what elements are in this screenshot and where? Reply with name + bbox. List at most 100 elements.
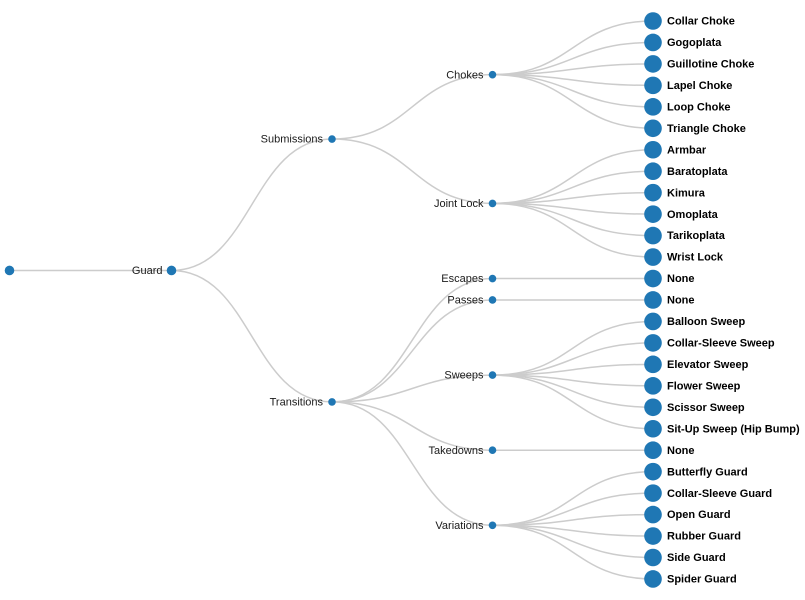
node-circle-none[interactable] (644, 291, 662, 309)
node-label-tarikoplata: Tarikoplata (667, 230, 726, 242)
node-label-none: None (667, 295, 695, 307)
node-label-collar-sleeve-sweep: Collar-Sleeve Sweep (667, 338, 775, 350)
node-circle-none[interactable] (644, 269, 662, 288)
tree-node-sit-up-sweep-hip-bump: Sit-Up Sweep (Hip Bump) (644, 419, 800, 438)
node-circle-collar-sleeve-sweep[interactable] (644, 334, 662, 352)
tree-node-kimura: Kimura (644, 183, 706, 202)
tree-node-guillotine-choke: Guillotine Choke (644, 55, 754, 73)
node-label-submissions: Submissions (261, 134, 324, 146)
node-circle-balloon-sweep[interactable] (644, 312, 662, 331)
node-label-wrist-lock: Wrist Lock (667, 252, 724, 264)
tree-node-rubber-guard: Rubber Guard (644, 527, 741, 545)
node-circle-omoplata[interactable] (644, 205, 662, 223)
tree-node-collar-sleeve-guard: Collar-Sleeve Guard (644, 484, 772, 502)
tree-node-baratoplata: Baratoplata (644, 162, 728, 181)
tree-node-lapel-choke: Lapel Choke (644, 76, 732, 95)
node-circle-triangle-choke[interactable] (644, 119, 662, 138)
tree-link (331, 401, 493, 451)
tree-node-takedowns: Takedowns (428, 445, 497, 457)
tree-link (331, 299, 493, 403)
node-label-takedowns: Takedowns (428, 445, 484, 457)
node-label-scissor-sweep: Scissor Sweep (667, 402, 745, 414)
node-circle-collar-choke[interactable] (644, 12, 662, 30)
tree-link (331, 401, 493, 527)
node-label-kimura: Kimura (667, 187, 706, 199)
node-circle-side-guard[interactable] (644, 548, 662, 567)
node-circle-rubber-guard[interactable] (644, 527, 662, 545)
node-label-open-guard: Open Guard (667, 509, 731, 521)
links-layer (9, 20, 654, 580)
tree-link (492, 73, 654, 87)
tree-node-guard: Guard (132, 265, 177, 277)
tree-link (492, 170, 654, 205)
node-label-none: None (667, 445, 695, 457)
node-circle-collar-sleeve-guard[interactable] (644, 484, 662, 502)
node-label-guard: Guard (132, 265, 163, 277)
tree-node-triangle-choke: Triangle Choke (644, 119, 746, 138)
node-label-elevator-sweep: Elevator Sweep (667, 359, 749, 371)
tree-node-none: None (644, 441, 695, 460)
node-label-transitions: Transitions (270, 397, 324, 409)
node-label-lapel-choke: Lapel Choke (667, 80, 732, 92)
node-circle-open-guard[interactable] (644, 505, 662, 524)
node-circle-transitions[interactable] (328, 398, 336, 406)
node-label-gogoplata: Gogoplata (667, 37, 722, 49)
node-circle-passes[interactable] (488, 296, 497, 304)
node-circle-tarikoplata[interactable] (644, 226, 662, 245)
node-circle-guillotine-choke[interactable] (644, 55, 662, 73)
node-circle-baratoplata[interactable] (644, 162, 662, 181)
node-circle-flower-sweep[interactable] (644, 377, 662, 395)
node-circle-lapel-choke[interactable] (644, 76, 662, 95)
node-label-chokes: Chokes (446, 69, 484, 81)
node-circle-sit-up-sweep-hip-bump[interactable] (644, 419, 662, 438)
node-circle-chokes[interactable] (488, 70, 497, 79)
tree-node-joint-lock: Joint Lock (434, 198, 497, 210)
node-circle-spider-guard[interactable] (644, 570, 662, 588)
tree-link (492, 524, 654, 580)
node-circle-root[interactable] (4, 265, 15, 276)
tree-link (331, 277, 493, 403)
tree-node-collar-sleeve-sweep: Collar-Sleeve Sweep (644, 334, 775, 352)
tree-node-balloon-sweep: Balloon Sweep (644, 312, 746, 331)
node-circle-butterfly-guard[interactable] (644, 462, 662, 481)
tree-link (492, 63, 654, 76)
tree-node-transitions: Transitions (270, 397, 336, 409)
node-circle-escapes[interactable] (488, 274, 497, 283)
node-circle-guard[interactable] (166, 265, 177, 276)
tree-link (492, 320, 654, 376)
node-circle-gogoplata[interactable] (644, 33, 662, 52)
tree-link (492, 513, 654, 527)
tree-link (492, 524, 654, 537)
node-circle-loop-choke[interactable] (644, 98, 662, 116)
node-circle-wrist-lock[interactable] (644, 248, 662, 266)
node-label-none: None (667, 273, 695, 285)
node-circle-takedowns[interactable] (488, 446, 497, 455)
node-circle-armbar[interactable] (644, 140, 662, 159)
node-circle-sweeps[interactable] (488, 371, 497, 379)
tree-link (492, 363, 654, 376)
tree-node-open-guard: Open Guard (644, 505, 731, 524)
tree-link (331, 374, 493, 403)
tree-link (171, 269, 333, 403)
tree-link (331, 73, 493, 140)
tree-node-tarikoplata: Tarikoplata (644, 226, 726, 245)
node-circle-submissions[interactable] (328, 135, 336, 143)
node-circle-joint-lock[interactable] (488, 199, 497, 208)
tree-node-spider-guard: Spider Guard (644, 570, 737, 588)
tree-node-none: None (644, 291, 695, 309)
node-label-butterfly-guard: Butterfly Guard (667, 466, 748, 478)
node-circle-none[interactable] (644, 441, 662, 460)
node-circle-kimura[interactable] (644, 183, 662, 202)
node-circle-variations[interactable] (488, 521, 497, 530)
tree-node-none: None (644, 269, 695, 288)
tree-node-wrist-lock: Wrist Lock (644, 248, 724, 266)
tree-link (492, 470, 654, 527)
node-label-triangle-choke: Triangle Choke (667, 123, 746, 135)
tree-node-loop-choke: Loop Choke (644, 98, 731, 116)
node-circle-scissor-sweep[interactable] (644, 398, 662, 417)
tree-link (492, 20, 654, 76)
tree-node-elevator-sweep: Elevator Sweep (644, 355, 749, 374)
node-circle-elevator-sweep[interactable] (644, 355, 662, 374)
tree-node-root (4, 265, 15, 276)
